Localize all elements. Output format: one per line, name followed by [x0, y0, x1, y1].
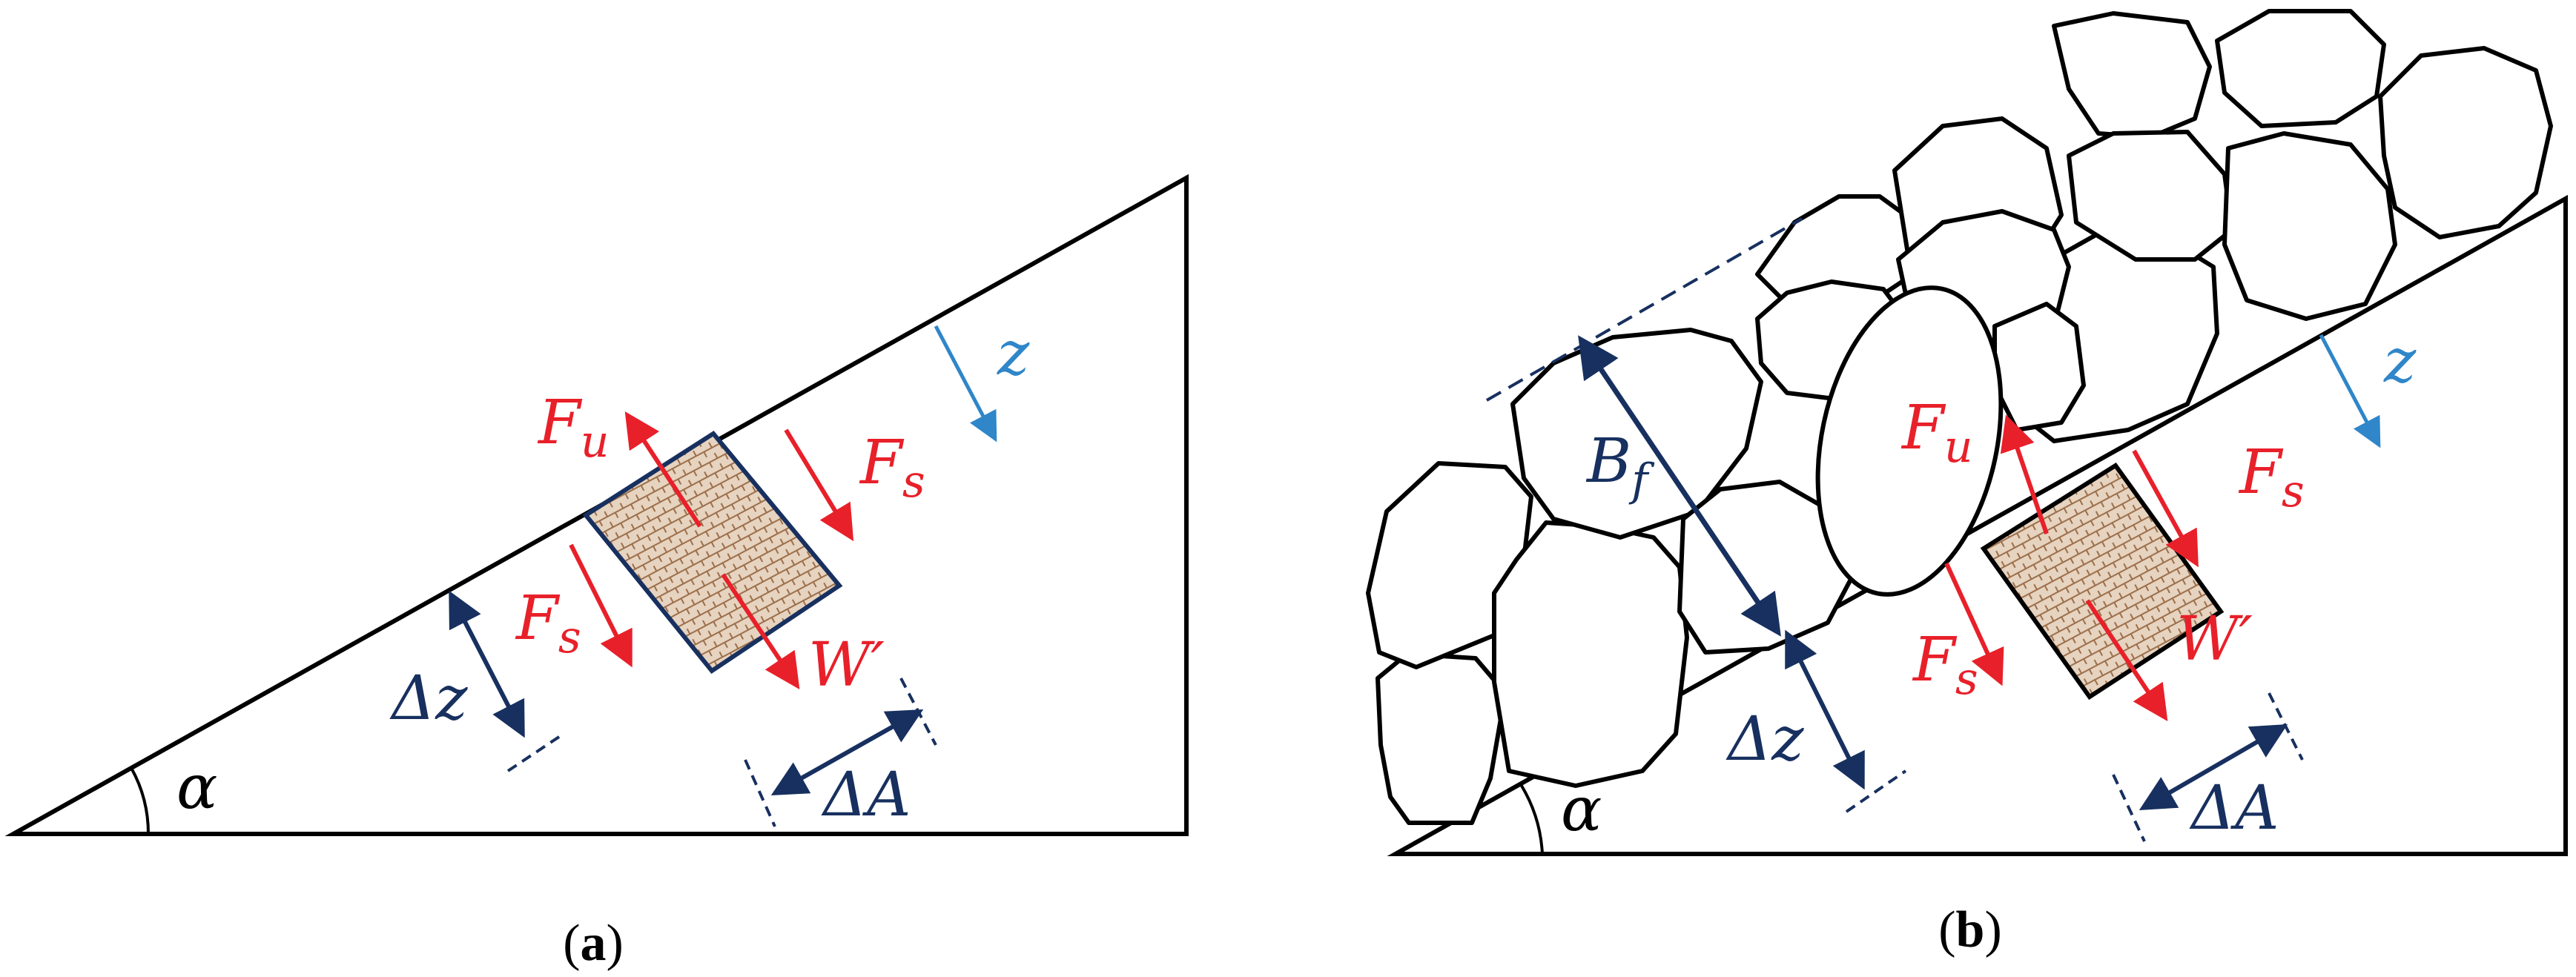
z-axis-arrow-a: [934, 325, 997, 443]
label-Fu-main-a: F: [537, 388, 583, 458]
label-Fs-upper-a: Fs: [859, 428, 925, 508]
dA-tick-right-b: [2268, 692, 2304, 761]
label-Fs-upper-main-b: F: [2238, 437, 2284, 508]
label-Fs-lower-a: Fs: [515, 583, 581, 663]
angle-arc-a: [130, 767, 151, 835]
force-Fu-arrow-a: [624, 411, 702, 528]
stone-2: [1366, 461, 1533, 669]
label-Fs-lower-b: Fs: [1912, 625, 1978, 705]
stone-12: [2222, 131, 2397, 321]
stone-10: [2215, 9, 2386, 128]
panel-a: Fu Fs Fs W′ Δz ΔA z α (a): [4, 173, 1189, 972]
cobble-layer: [1366, 9, 2553, 825]
label-Fs-upper-sub-b: s: [2282, 466, 2305, 517]
label-W-b: W′: [2176, 604, 2253, 675]
dA-arrow-b: [2139, 723, 2288, 811]
label-z-b: z: [2383, 326, 2417, 397]
force-W-arrow-a: [721, 573, 800, 689]
label-Fs-lower-sub-a: s: [558, 612, 581, 663]
stone-3: [1492, 520, 1689, 788]
Bf-arrow: [1578, 335, 1781, 637]
label-Fs-lower-main-a: F: [515, 583, 561, 654]
label-Fu-sub-b: u: [1944, 421, 1973, 473]
stone-13: [2378, 46, 2553, 239]
stone-9: [2052, 11, 2212, 139]
angle-arc-b: [1520, 784, 1544, 855]
caption-a-open: (: [563, 915, 580, 972]
label-Fs-upper-sub-a: s: [902, 456, 925, 508]
label-alpha-b: α: [1561, 775, 1602, 845]
caption-b-close: ): [1984, 901, 2001, 958]
force-Fu-arrow-b: [2000, 414, 2049, 534]
label-Fs-upper-b: Fs: [2238, 437, 2305, 517]
panel-b: Bf Fu Fs Fs W′ Δz ΔA z α (b): [1366, 9, 2568, 958]
label-Fs-lower-sub-b: s: [1955, 653, 1978, 705]
dA-tick-left-a: [744, 759, 776, 827]
label-Bf-b: Bf: [1585, 426, 1655, 506]
label-dA-b: ΔA: [2189, 773, 2279, 844]
caption-b: (b): [1938, 901, 2002, 958]
label-z-a: z: [997, 319, 1030, 389]
label-Fu-b: Fu: [1900, 393, 1973, 473]
label-Fs-lower-main-b: F: [1912, 625, 1958, 695]
label-Fs-upper-main-a: F: [859, 428, 905, 498]
stone-1: [1375, 652, 1507, 825]
force-Fs-upper-arrow-b: [2132, 449, 2199, 568]
label-Fu-a: Fu: [537, 388, 610, 468]
label-Bf-main-b: B: [1585, 426, 1631, 497]
ellipse-stone: [1815, 285, 2004, 597]
dz-arrow-a: [449, 590, 525, 738]
z-axis-arrow-b: [2319, 334, 2381, 448]
force-W-arrow-b: [2085, 599, 2168, 721]
caption-a-close: ): [607, 915, 624, 972]
dA-arrow-a: [770, 709, 924, 795]
label-dz-a: Δz: [389, 663, 468, 734]
soil-block-a: [582, 431, 843, 675]
label-dA-a: ΔA: [821, 760, 911, 830]
dz-tick-a: [506, 732, 565, 772]
label-W-a: W′: [808, 630, 885, 701]
label-dz-b: Δz: [1725, 704, 1804, 775]
stone-16: [1992, 302, 2086, 432]
label-Fu-main-b: F: [1900, 393, 1946, 463]
dA-tick-right-a: [899, 678, 937, 746]
dz-arrow-b: [1785, 629, 1865, 790]
label-alpha-a: α: [176, 752, 217, 823]
label-Fu-sub-a: u: [581, 416, 610, 468]
caption-b-letter: b: [1956, 901, 1985, 958]
Bf-ref-dashed-line: [1486, 217, 1803, 402]
force-Fs-upper-arrow-a: [784, 428, 854, 542]
dz-tick-b: [1845, 769, 1907, 813]
force-Fs-lower-arrow-a: [569, 543, 633, 668]
caption-b-open: (: [1938, 901, 1955, 958]
force-Fs-lower-arrow-b: [1944, 562, 2004, 686]
dA-tick-left-b: [2112, 774, 2146, 842]
slope-triangle-b: [1387, 194, 2568, 856]
caption-a-letter: a: [581, 915, 607, 972]
caption-a: (a): [563, 915, 624, 972]
